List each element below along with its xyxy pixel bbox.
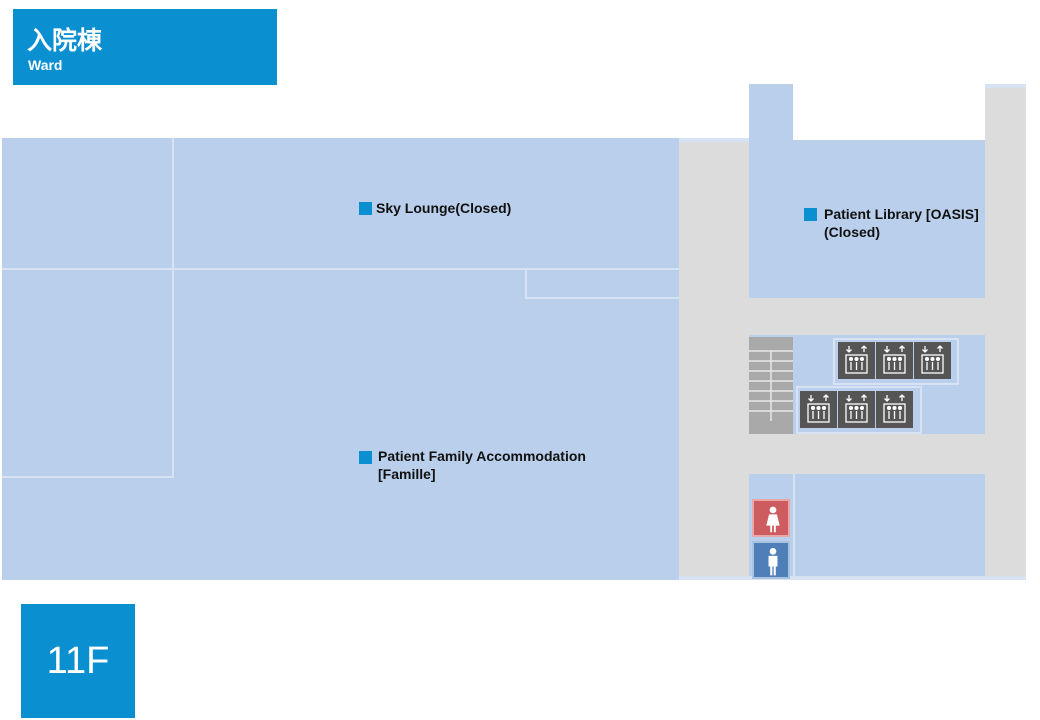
room-left-block [2, 138, 680, 580]
partition [793, 474, 795, 580]
partition [679, 576, 1026, 580]
floor-indicator: 11F [21, 604, 135, 718]
floor-label: 11F [46, 640, 110, 682]
partition [985, 84, 1026, 88]
female-restroom-icon [752, 499, 790, 537]
elevator-icon [838, 342, 875, 379]
corridor-right-edge [985, 84, 1026, 576]
label-sky-lounge: Sky Lounge(Closed) [376, 200, 512, 216]
partition [2, 268, 680, 270]
partition [2, 476, 174, 478]
label-patient-library: Patient Library [OASIS] (Closed) [824, 205, 979, 241]
partition [172, 138, 174, 478]
elevator-bay-bottom-outline [796, 386, 922, 434]
elevator-icon [876, 342, 913, 379]
building-title-en: Ward [28, 57, 63, 73]
label-patient-library-line1: Patient Library [OASIS] [824, 206, 979, 222]
corridor-vertical [679, 138, 749, 576]
elevator-icon [800, 391, 837, 428]
label-family-line1: Patient Family Accommodation [378, 448, 586, 464]
male-restroom-icon [752, 541, 790, 579]
partition [679, 138, 749, 142]
partition [525, 268, 527, 299]
elevator-icon [914, 342, 951, 379]
corridor-horizontal-top [749, 298, 985, 335]
label-family-line2: [Famille] [378, 466, 436, 482]
building-title-ja: 入院棟 [27, 26, 103, 55]
elevator-icon [838, 391, 875, 428]
room-marker [359, 451, 372, 464]
stairs-icon [749, 337, 793, 434]
label-family-accommodation: Patient Family Accommodation [Famille] [378, 447, 586, 483]
room-patient-library [793, 140, 985, 298]
elevator-icon [876, 391, 913, 428]
corridor-between-shafts [793, 84, 985, 138]
room-marker [804, 208, 817, 221]
elevator-bay-top-outline [833, 338, 959, 385]
building-title-box: 入院棟 Ward [13, 9, 277, 85]
partition [525, 297, 680, 299]
room-lower-right [793, 474, 985, 580]
label-patient-library-line2: (Closed) [824, 224, 880, 240]
room-marker [359, 202, 372, 215]
shaft-room [749, 84, 793, 298]
corridor-horizontal-bottom [749, 434, 985, 474]
